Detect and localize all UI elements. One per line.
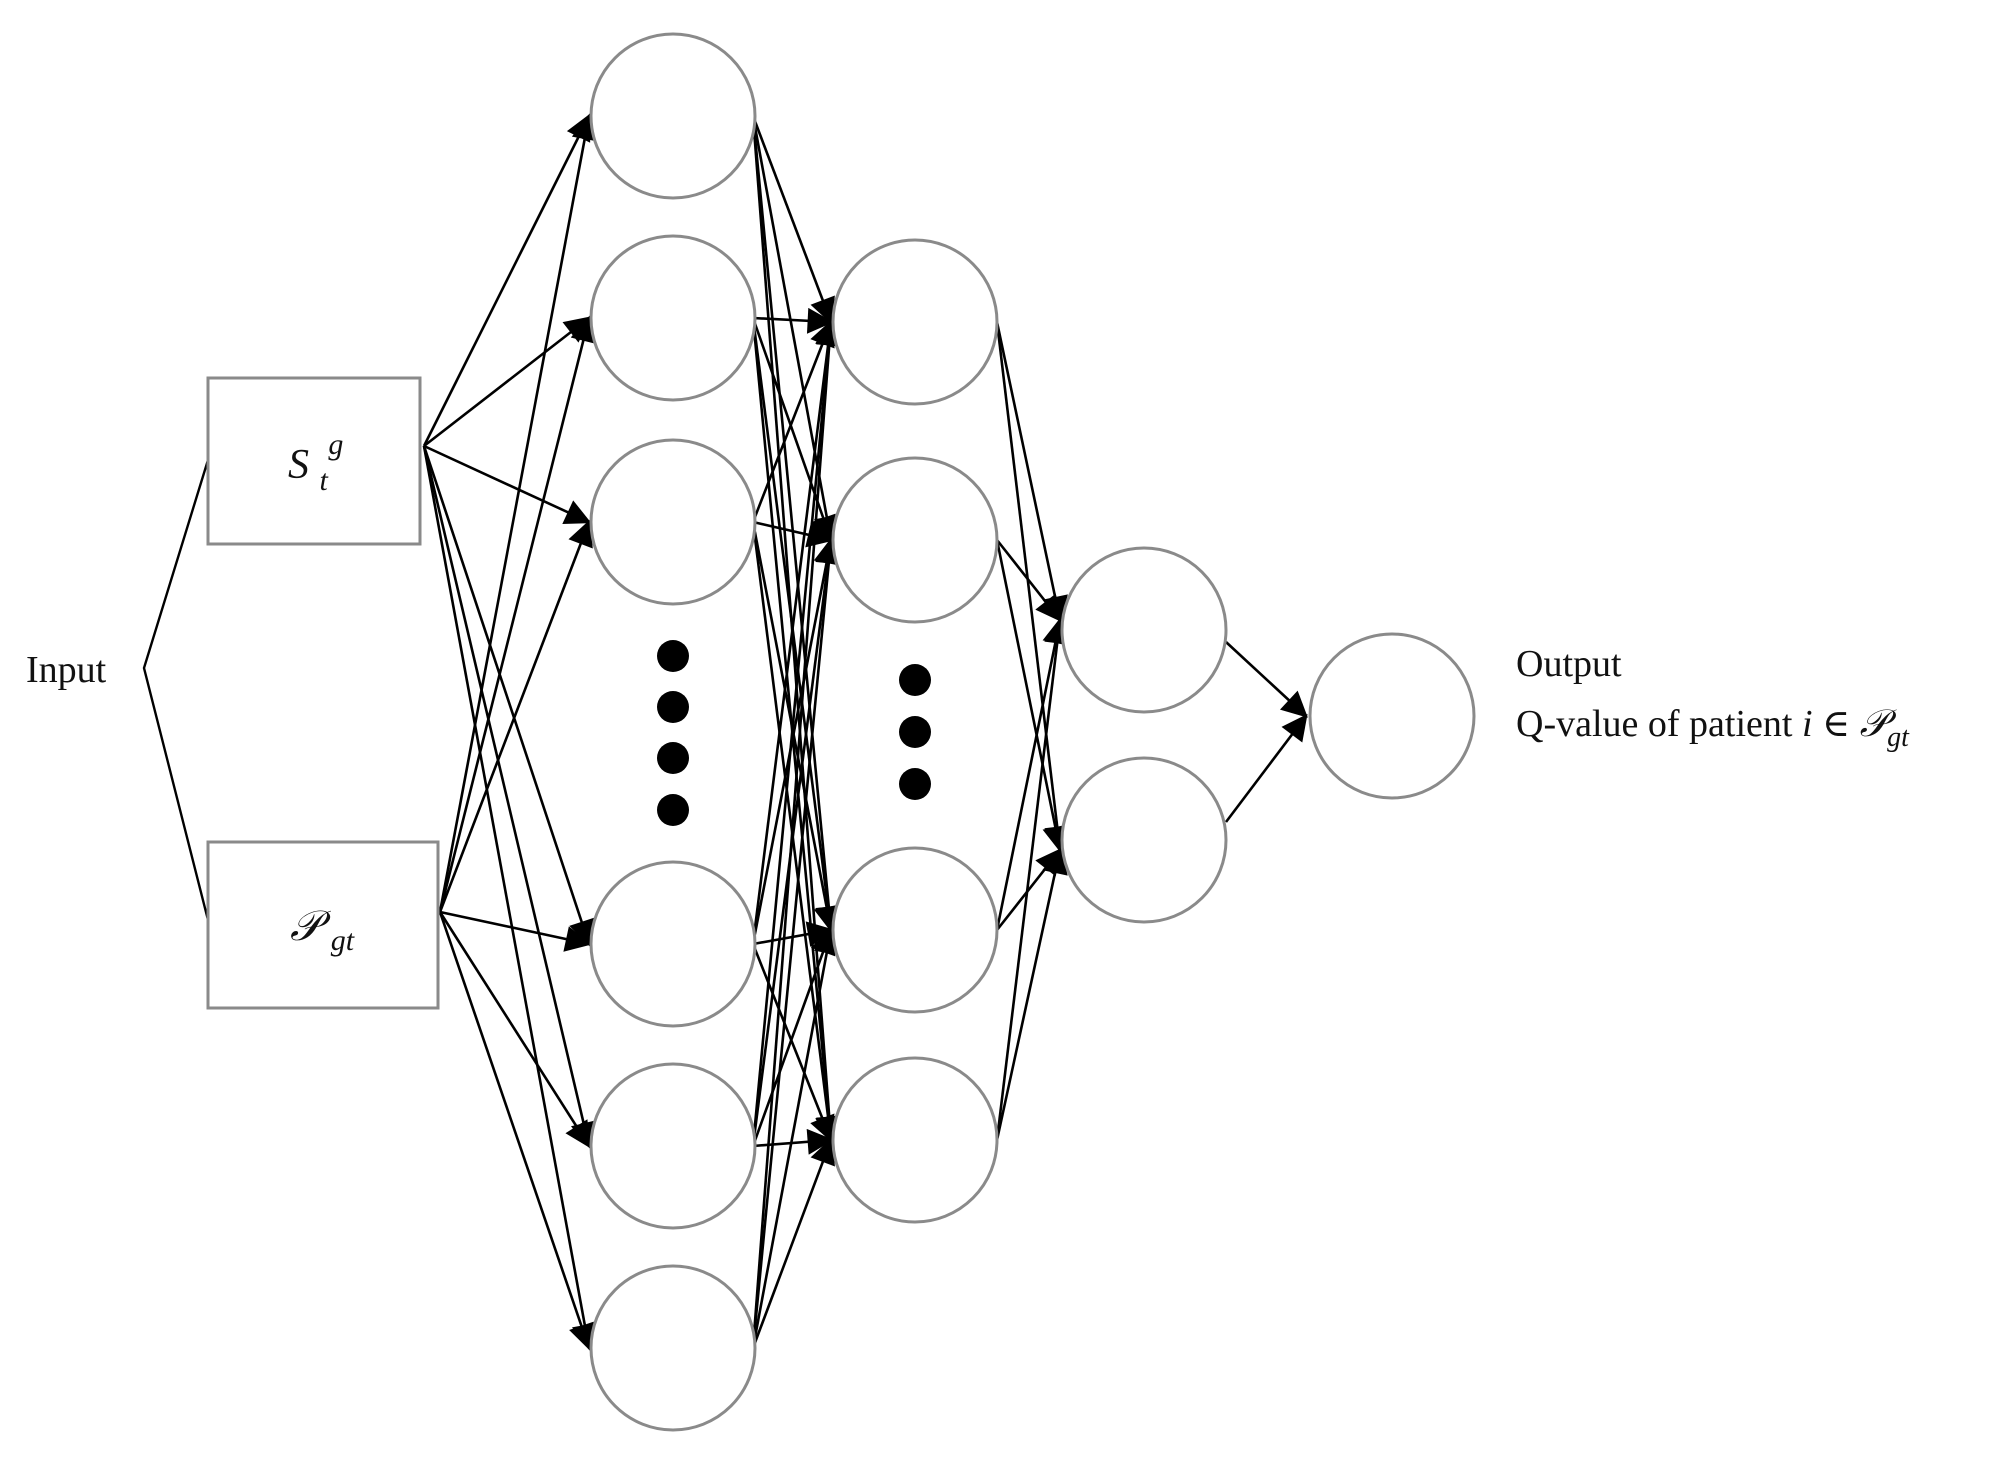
hidden-layer-1-neuron-3 bbox=[589, 438, 757, 606]
edge-state-to-h1-3 bbox=[423, 444, 592, 525]
hidden-layer-1-neuron-6 bbox=[589, 1264, 757, 1432]
input-label: Input bbox=[26, 649, 107, 691]
connections bbox=[422, 113, 1308, 1351]
hidden-layer-1-neuron-1 bbox=[589, 32, 757, 200]
edge-h3-1-to-output bbox=[1225, 641, 1308, 718]
output-neuron-1 bbox=[1308, 632, 1476, 800]
edge-state-to-h1-4 bbox=[422, 445, 594, 947]
edge-h2-3-to-h3-1 bbox=[995, 617, 1069, 931]
input-box-patients: 𝒫 gt bbox=[206, 840, 440, 1010]
edge-h3-2-to-output bbox=[1224, 713, 1308, 823]
edge-h1-5-to-h2-3 bbox=[751, 927, 836, 1147]
hidden-layer-2-ellipsis bbox=[899, 664, 931, 800]
patients-symbol: 𝒫 bbox=[290, 904, 331, 950]
svg-text:𝒫 gt: 𝒫 gt bbox=[290, 904, 355, 957]
output-label: Output bbox=[1516, 643, 1622, 685]
hidden-layer-2-neuron-2 bbox=[831, 456, 999, 624]
edge-h2-4-to-h3-2 bbox=[995, 847, 1068, 1141]
hidden-layer-1-neuron-2 bbox=[589, 234, 757, 402]
edge-patients-to-h1-1 bbox=[438, 113, 598, 913]
output-description: Q-value of patient i ∈ 𝒫gt bbox=[1516, 703, 1910, 753]
input-box-state: S t g bbox=[206, 376, 422, 546]
edge-h1-1-to-h2-1 bbox=[751, 115, 835, 325]
state-superscript: g bbox=[328, 428, 343, 461]
svg-text:S t g: S t g bbox=[288, 428, 343, 500]
edge-patients-to-h1-5 bbox=[438, 911, 591, 1149]
edge-h1-6-to-h2-2 bbox=[751, 537, 842, 1349]
state-subscript: t bbox=[320, 464, 329, 497]
edge-state-to-h1-5 bbox=[422, 445, 597, 1149]
neurons bbox=[589, 32, 1476, 1432]
state-symbol: S bbox=[288, 442, 309, 488]
edge-h2-1-to-h3-1 bbox=[995, 321, 1068, 623]
hidden-layer-1-neuron-4 bbox=[589, 860, 757, 1028]
edge-h1-6-to-h2-4 bbox=[751, 1137, 835, 1349]
edge-patients-to-h1-6 bbox=[438, 911, 594, 1351]
edge-h1-4-to-h2-1 bbox=[751, 319, 841, 945]
edge-patients-to-h1-4 bbox=[439, 910, 592, 952]
edge-state-to-h1-2 bbox=[423, 316, 592, 448]
edge-h2-2-to-h3-2 bbox=[995, 539, 1069, 853]
edge-patients-to-h1-3 bbox=[438, 519, 593, 913]
edge-h1-3-to-h2-2 bbox=[752, 520, 834, 548]
patients-subscript: gt bbox=[331, 924, 355, 957]
edge-patients-to-h1-2 bbox=[438, 315, 596, 913]
hidden-layer-2-neuron-1 bbox=[831, 238, 999, 406]
hidden-layer-2-neuron-4 bbox=[831, 1056, 999, 1224]
hidden-layer-1-ellipsis bbox=[657, 640, 689, 826]
edge-h2-4-to-h3-1 bbox=[995, 617, 1071, 1141]
edge-h1-6-to-h2-1 bbox=[751, 319, 843, 1349]
hidden-layer-1-neuron-5 bbox=[589, 1062, 757, 1230]
edge-h1-3-to-h2-1 bbox=[751, 319, 835, 523]
hidden-layer-3-neuron-2 bbox=[1060, 756, 1228, 924]
edge-state-to-h1-1 bbox=[422, 113, 591, 447]
edge-h2-2-to-h3-1 bbox=[995, 539, 1062, 623]
edge-h1-1-to-h2-3 bbox=[751, 115, 842, 933]
hidden-layer-2-neuron-3 bbox=[831, 846, 999, 1014]
edge-h1-5-to-h2-1 bbox=[751, 319, 842, 1147]
hidden-layer-3-neuron-1 bbox=[1060, 546, 1228, 714]
input-brace bbox=[142, 459, 210, 921]
edge-h1-6-to-h2-3 bbox=[751, 927, 840, 1349]
edge-h2-1-to-h3-2 bbox=[995, 321, 1071, 853]
edge-state-to-h1-6 bbox=[422, 445, 598, 1351]
edge-h1-4-to-h2-4 bbox=[751, 943, 835, 1143]
